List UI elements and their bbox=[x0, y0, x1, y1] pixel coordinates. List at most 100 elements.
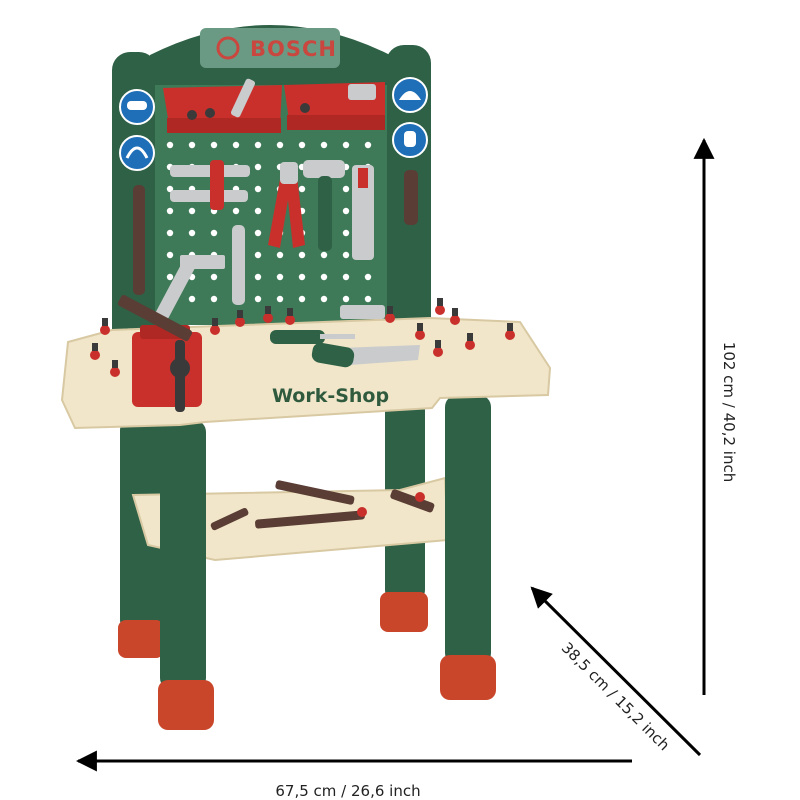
peg-hole bbox=[254, 185, 262, 193]
bolt bbox=[415, 330, 425, 340]
peg-hole bbox=[166, 207, 174, 215]
peg-hole bbox=[166, 141, 174, 149]
peg-hole bbox=[166, 185, 174, 193]
peg-hole bbox=[342, 229, 350, 237]
bolt bbox=[100, 325, 110, 335]
left-slot-strip bbox=[133, 185, 145, 295]
shelf-parts bbox=[210, 480, 435, 531]
peg-hole bbox=[188, 229, 196, 237]
ruler-bar bbox=[117, 294, 193, 342]
bolt bbox=[110, 367, 120, 377]
bolt-shaft bbox=[287, 308, 293, 316]
bolt-shaft bbox=[467, 333, 473, 341]
bolts-and-nuts bbox=[90, 298, 515, 377]
peg-hole bbox=[276, 141, 284, 149]
bolt bbox=[263, 313, 273, 323]
bolt bbox=[465, 340, 475, 350]
peg-hole bbox=[298, 185, 306, 193]
peg-hole bbox=[364, 295, 372, 303]
bench-label: Work-Shop bbox=[272, 385, 389, 407]
peg-hole bbox=[254, 163, 262, 171]
bolt bbox=[505, 330, 515, 340]
ear-protection-icon bbox=[119, 135, 155, 171]
bolt-shaft bbox=[265, 306, 271, 314]
peg-hole bbox=[210, 273, 218, 281]
bolt-shaft bbox=[387, 306, 393, 314]
tray-contents bbox=[187, 78, 376, 120]
brand-plate bbox=[200, 28, 340, 68]
bolt-shaft bbox=[507, 323, 513, 331]
peg-hole bbox=[254, 207, 262, 215]
height-dimension: 102 cm / 40,2 inch bbox=[693, 137, 738, 695]
peg-hole bbox=[364, 273, 372, 281]
level-tool bbox=[352, 165, 374, 260]
width-dimension: 67,5 cm / 26,6 inch bbox=[75, 750, 632, 800]
bolt-shaft bbox=[112, 360, 118, 368]
peg-hole bbox=[166, 273, 174, 281]
peg-hole bbox=[276, 273, 284, 281]
bolt-shaft bbox=[212, 318, 218, 326]
right-slot-strip bbox=[404, 170, 418, 225]
bolt-shaft bbox=[92, 343, 98, 351]
peg-hole bbox=[188, 207, 196, 215]
width-label: 67,5 cm / 26,6 inch bbox=[275, 782, 420, 800]
peg-hole bbox=[232, 141, 240, 149]
peg-hole bbox=[320, 251, 328, 259]
peg-hole bbox=[188, 141, 196, 149]
peg-hole bbox=[254, 229, 262, 237]
try-square-tool bbox=[156, 256, 198, 319]
back-left-foot bbox=[118, 620, 164, 658]
peg-hole bbox=[298, 295, 306, 303]
peg-hole bbox=[342, 251, 350, 259]
peg-hole bbox=[254, 141, 262, 149]
front-left-foot bbox=[158, 680, 214, 730]
back-right-foot bbox=[380, 592, 428, 632]
pliers-tool bbox=[268, 168, 305, 248]
peg-hole bbox=[320, 295, 328, 303]
peg-hole bbox=[276, 295, 284, 303]
bolt bbox=[433, 347, 443, 357]
bolt bbox=[235, 317, 245, 327]
front-right-leg bbox=[445, 395, 491, 665]
hammer-handle bbox=[318, 176, 332, 251]
peg-hole bbox=[254, 295, 262, 303]
peg-hole bbox=[166, 229, 174, 237]
bolt-shaft bbox=[452, 308, 458, 316]
bolt bbox=[90, 350, 100, 360]
peg-hole bbox=[342, 295, 350, 303]
height-label: 102 cm / 40,2 inch bbox=[720, 342, 738, 482]
bolt bbox=[450, 315, 460, 325]
peg-hole bbox=[298, 273, 306, 281]
front-right-foot bbox=[440, 655, 496, 700]
bolt-shaft bbox=[102, 318, 108, 326]
bolt bbox=[385, 313, 395, 323]
bolt-shaft bbox=[237, 310, 243, 318]
peg-hole bbox=[298, 141, 306, 149]
peg-hole bbox=[342, 273, 350, 281]
peg-hole bbox=[210, 229, 218, 237]
bolt-shaft bbox=[437, 298, 443, 306]
peg-hole bbox=[342, 185, 350, 193]
hammer-head bbox=[303, 160, 345, 178]
depth-dimension: 38,5 cm / 15,2 inch bbox=[530, 586, 702, 757]
depth-label: 38,5 cm / 15,2 inch bbox=[558, 639, 673, 754]
saw-tool bbox=[340, 345, 420, 365]
peg-hole bbox=[210, 295, 218, 303]
bolt bbox=[285, 315, 295, 325]
peg-hole bbox=[364, 141, 372, 149]
peg-hole bbox=[320, 273, 328, 281]
workbench: BOSCH bbox=[60, 25, 552, 730]
bolt-shaft bbox=[417, 323, 423, 331]
bench-vise bbox=[132, 325, 202, 412]
brand-label: BOSCH bbox=[250, 37, 337, 61]
peg-hole bbox=[166, 251, 174, 259]
peg-hole bbox=[342, 141, 350, 149]
peg-hole bbox=[342, 207, 350, 215]
table-tools bbox=[117, 294, 420, 368]
wrench-tool bbox=[232, 225, 245, 305]
peg-hole bbox=[320, 141, 328, 149]
peg-hole bbox=[298, 251, 306, 259]
safety-icons bbox=[119, 77, 428, 171]
front-left-leg bbox=[160, 420, 206, 690]
